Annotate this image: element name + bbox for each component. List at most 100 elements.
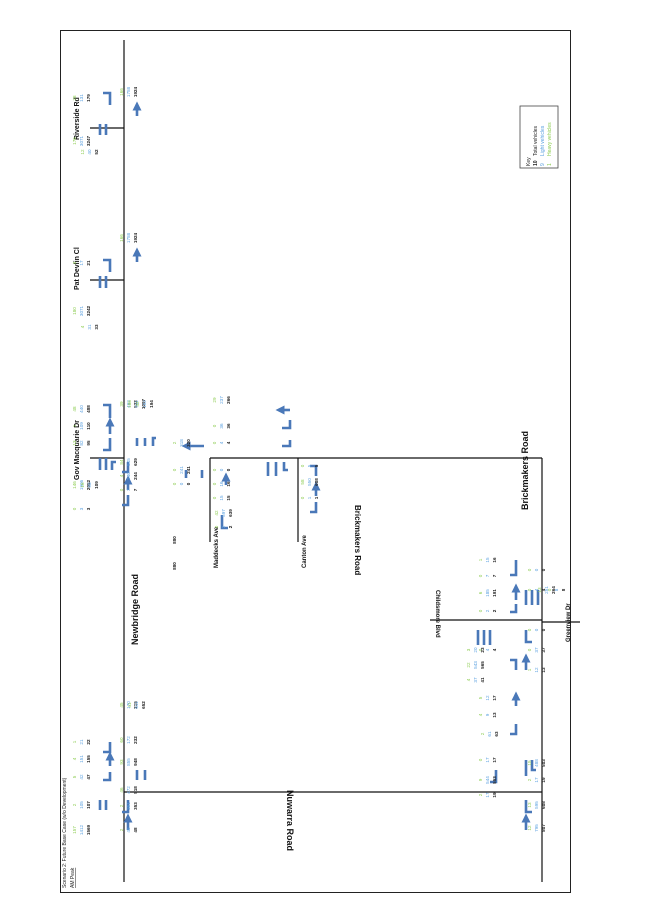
gov-macquarie-dr-label: Gov Macquarie Dr <box>74 420 81 480</box>
heavy-volume: 0 <box>547 588 552 591</box>
total-volume: 4 <box>492 648 497 651</box>
light-volume: 5 <box>307 464 312 467</box>
total-volume: 17 <box>492 695 497 701</box>
volume-stack: 110 <box>300 496 319 499</box>
heavy-volume: 45 <box>119 702 124 708</box>
heavy-volume: 157 <box>72 826 77 834</box>
light-volume: 17 <box>485 792 490 798</box>
total-volume: 3 <box>86 507 91 510</box>
legend-heavy-value: 1 <box>547 163 553 166</box>
total-volume: 1924 <box>133 86 138 97</box>
arrow-icon <box>135 436 156 446</box>
heavy-volume: 0 <box>478 574 483 577</box>
heavy-volume: 12 <box>80 149 85 155</box>
total-volume: 8 <box>561 588 566 591</box>
arrow-icon <box>510 560 518 577</box>
arrow-icon <box>310 464 318 476</box>
light-volume: 17 <box>79 260 84 266</box>
total-volume: 807 <box>541 824 546 832</box>
heavy-volume: 93 <box>119 759 124 765</box>
heavy-volume: 2 <box>119 828 124 831</box>
heavy-volume: 41 <box>127 702 132 708</box>
arrow-icon <box>524 630 532 644</box>
total-volume: 215 <box>133 701 138 709</box>
total-volume: 244 <box>133 472 138 480</box>
light-volume: 152 <box>142 400 147 408</box>
light-volume: 1412 <box>79 824 84 835</box>
arrow-icon <box>490 770 498 784</box>
total-volume: 21 <box>86 260 91 266</box>
heavy-volume: 0 <box>527 588 532 591</box>
total-volume: 0 <box>226 468 231 471</box>
light-volume: 351 <box>126 802 131 810</box>
light-volume: 0 <box>534 628 539 631</box>
light-volume: 42 <box>79 774 84 780</box>
arrow-icon <box>184 470 204 478</box>
volume-stack: 550 <box>300 464 319 467</box>
light-volume: 597 <box>221 509 226 517</box>
road-network <box>90 40 580 882</box>
heavy-volume: 186 <box>127 400 132 408</box>
light-volume: 472 <box>126 786 131 794</box>
legend-box <box>519 105 559 169</box>
arrow-icon <box>103 403 112 418</box>
light-volume: 16 <box>219 481 224 487</box>
light-volume: 61 <box>487 731 492 737</box>
heavy-volume: 42 <box>214 510 219 516</box>
total-volume: 2 <box>228 525 233 528</box>
volume-stack: 440 <box>212 441 231 444</box>
light-volume: 7 <box>485 574 490 577</box>
total-volume: 320 <box>186 439 191 447</box>
total-volume: 503 <box>541 759 546 767</box>
light-volume: 488 <box>534 759 539 767</box>
light-volume: 318 <box>179 439 184 447</box>
light-volume: 545 <box>126 458 131 466</box>
total-volume: 948 <box>133 758 138 766</box>
light-volume: 151 <box>79 755 84 763</box>
volume-stack: 000 <box>527 628 546 631</box>
volume-stack: 220 <box>214 525 233 528</box>
light-volume: 12 <box>485 695 490 701</box>
arrow-icon <box>282 420 292 430</box>
arrow-icon <box>524 800 532 814</box>
light-volume: 237 <box>219 396 224 404</box>
heavy-volume: 48 <box>72 406 77 412</box>
total-volume: 0 <box>541 628 546 631</box>
arrow-icon <box>524 760 536 776</box>
total-volume: 7 <box>133 488 138 491</box>
arrow-icon <box>266 462 288 476</box>
heavy-volume: 13 <box>537 587 542 593</box>
heavy-volume: 15 <box>527 760 532 766</box>
heavy-volume: 0 <box>214 525 219 528</box>
light-volume: 93 <box>87 482 92 488</box>
heavy-volume: 39 <box>119 401 124 407</box>
total-volume: 3242 <box>86 305 91 316</box>
page-frame <box>60 30 571 893</box>
total-volume: 3247 <box>86 135 91 146</box>
riverside-rd-label: Riverside Rd <box>74 97 81 140</box>
heavy-volume: 0 <box>527 648 532 651</box>
heavy-volume: 2 <box>480 732 485 735</box>
total-volume: 488 <box>86 405 91 413</box>
total-volume: 652 <box>141 701 146 709</box>
total-volume: 179 <box>86 94 91 102</box>
heavy-volume: 180 <box>72 307 77 315</box>
pat-devlin-cl-label: Pat Devlin Cl <box>74 247 81 290</box>
light-volume: 131 <box>79 94 84 102</box>
heavy-volume: 166 <box>119 88 124 96</box>
